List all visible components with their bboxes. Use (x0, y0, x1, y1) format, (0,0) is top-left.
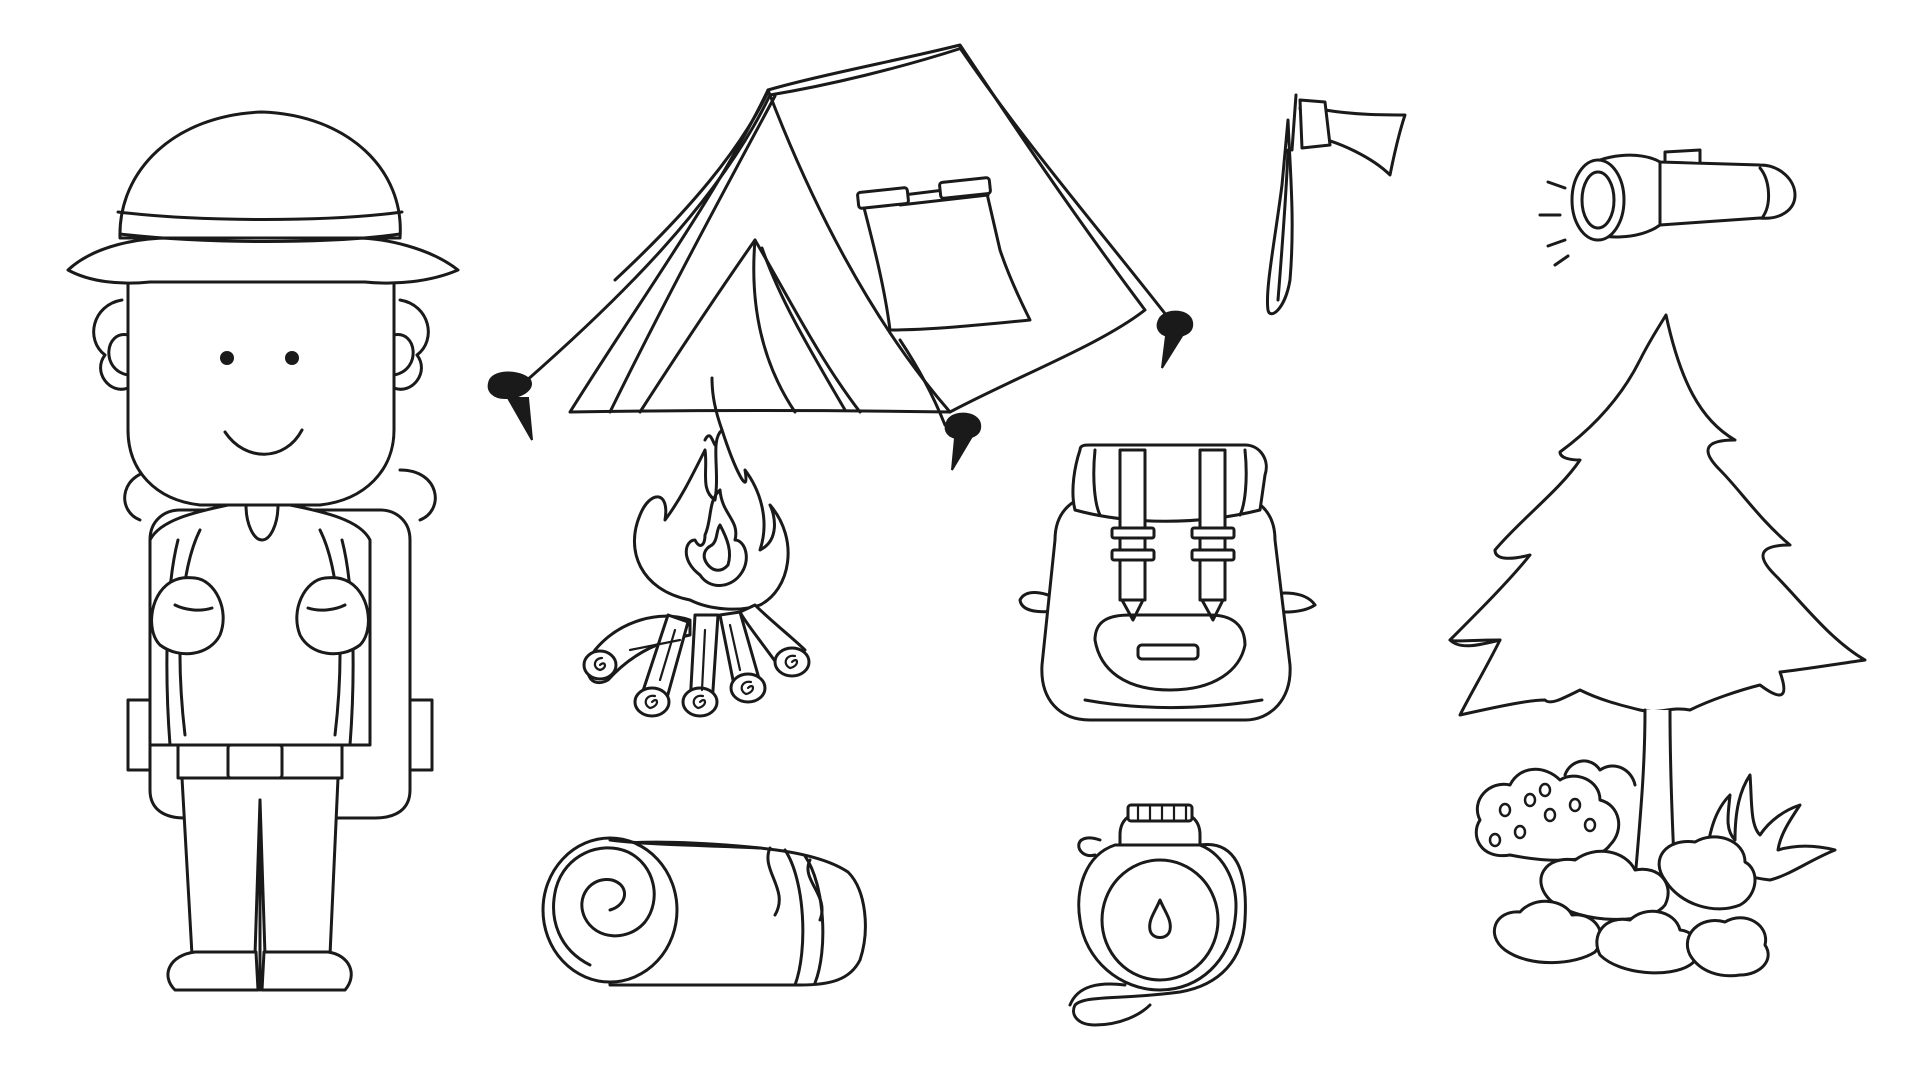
tent-icon (487, 43, 1194, 471)
hiker-icon (66, 110, 460, 992)
pine-tree-icon (1448, 313, 1867, 978)
axe-icon (1266, 93, 1407, 316)
campfire-icon (582, 376, 811, 718)
backpack-icon (1018, 443, 1317, 722)
flashlight-icon (1538, 148, 1797, 267)
canteen-icon (1068, 803, 1247, 1027)
sleeping-bag-icon (541, 836, 867, 987)
